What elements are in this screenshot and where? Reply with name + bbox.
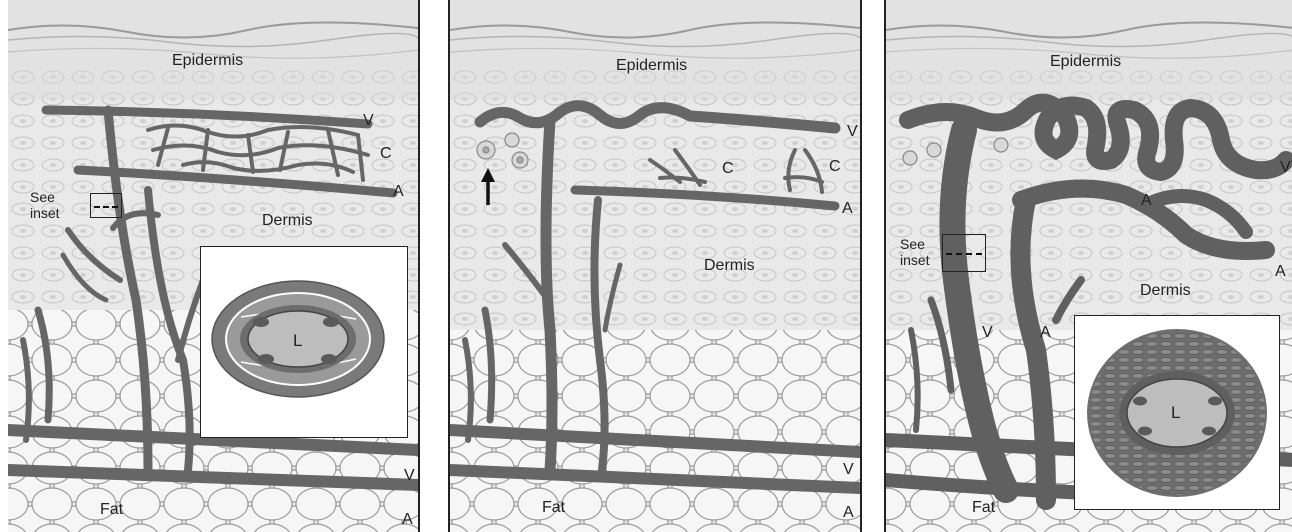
lumen-label: L — [1171, 404, 1180, 421]
arteriole-label-top: A — [842, 201, 853, 217]
epidermis-label: Epidermis — [1050, 54, 1121, 70]
fat-label: Fat — [542, 500, 565, 516]
vein-trunk-label: V — [982, 325, 993, 341]
panel-early-dilation: Epidermis V C C A Dermis V A Fat — [448, 0, 862, 532]
vein-label-top: V — [363, 113, 374, 129]
see-inset-label: See inset — [30, 189, 60, 221]
dermis-label: Dermis — [1140, 283, 1191, 299]
epidermis-label: Epidermis — [172, 53, 243, 69]
vein-label-top: V — [847, 124, 858, 140]
artery-trunk-label: A — [1040, 325, 1051, 341]
dermis-label: Dermis — [262, 213, 313, 229]
panel-telangiectasia: Epidermis V A A Dermis See inset V A Fat… — [884, 0, 1292, 532]
arteriole-label-right: A — [1275, 264, 1286, 280]
panel-2-illustration — [450, 0, 860, 532]
capillary-label-right: C — [829, 159, 841, 175]
capillary-label-left: C — [722, 161, 734, 177]
inset-locator-box — [90, 193, 122, 218]
arteriole-cross-section — [201, 247, 407, 437]
fat-label: Fat — [972, 500, 995, 516]
see-inset-label: See inset — [900, 236, 930, 268]
artery-label-bottom: A — [402, 512, 413, 528]
epidermis-label: Epidermis — [616, 58, 687, 74]
vein-label-bottom: V — [843, 462, 854, 478]
capillary-label: C — [380, 146, 392, 162]
arteriole-label-top: A — [393, 184, 404, 200]
arteriole-label-mid: A — [1141, 193, 1152, 209]
lumen-label: L — [293, 332, 302, 349]
dermis-label: Dermis — [704, 258, 755, 274]
vein-label-bottom: V — [404, 468, 415, 484]
inset-locator-box — [942, 234, 986, 272]
panel-normal-skin: Epidermis V C A Dermis See inset V A Fat… — [8, 0, 420, 532]
artery-label-bottom: A — [843, 505, 854, 521]
vein-label-right: V — [1280, 160, 1291, 176]
inset-normal-arteriole: L — [200, 246, 408, 438]
fat-label: Fat — [100, 502, 123, 518]
inset-thickened-vessel: L — [1074, 315, 1280, 510]
